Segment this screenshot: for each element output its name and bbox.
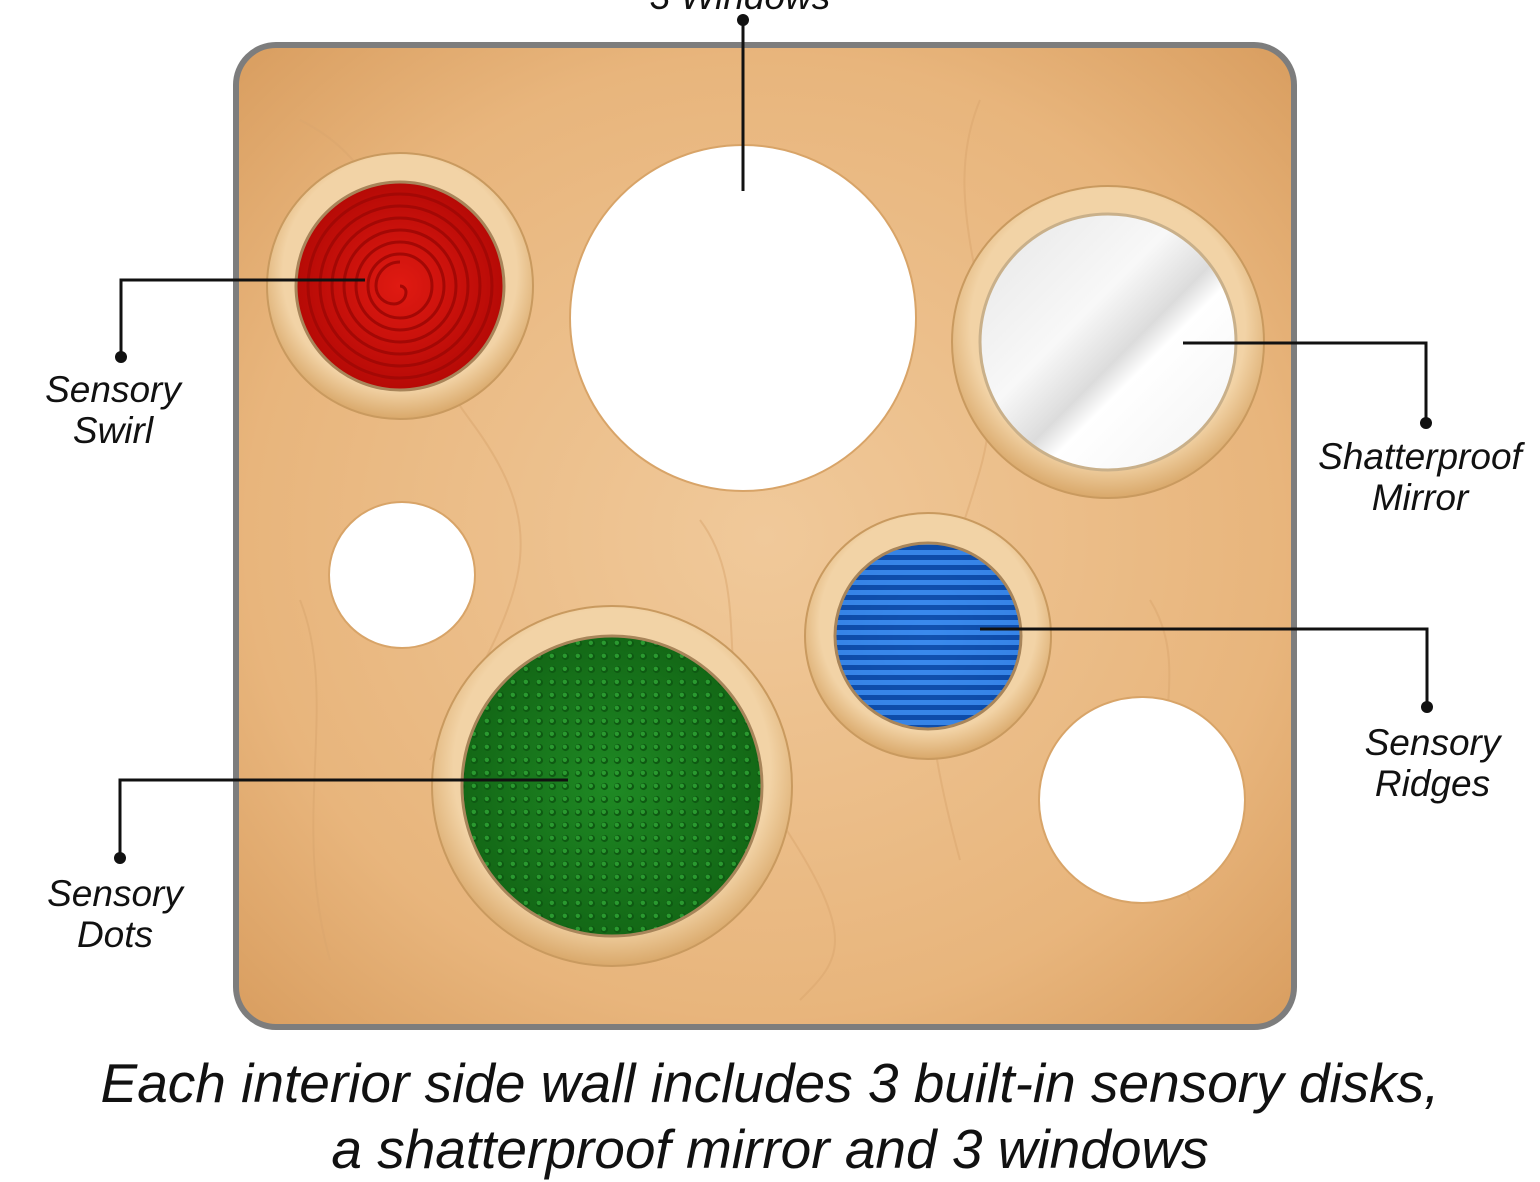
panel-diagram — [114, 14, 1433, 1030]
leader-swirl — [119, 278, 365, 357]
label-sensory-ridges: Sensory Ridges — [1364, 722, 1501, 804]
large-window — [569, 144, 917, 492]
sensory-swirl-disk — [266, 152, 534, 420]
small-window-right — [1038, 696, 1246, 904]
leader-mirror — [1183, 341, 1428, 423]
leader-lines — [118, 20, 1429, 858]
label-sensory-dots: Sensory Dots — [47, 873, 183, 955]
sensory-ridges-disk — [804, 512, 1052, 760]
leader-ridges — [980, 627, 1429, 707]
small-window-left — [328, 501, 476, 649]
label-sensory-swirl: Sensory Swirl — [45, 369, 181, 451]
caption-line-1: Each interior side wall includes 3 built… — [100, 1052, 1440, 1114]
sensory-dots-disk — [431, 605, 793, 967]
shatterproof-mirror — [951, 185, 1265, 499]
caption: Each interior side wall includes 3 built… — [0, 1050, 1540, 1182]
label-windows: 3 Windows — [620, 0, 860, 17]
label-shatterproof-mirror: Shatterproof Mirror — [1318, 436, 1522, 518]
leader-dots — [118, 778, 568, 858]
caption-line-2: a shatterproof mirror and 3 windows — [331, 1118, 1209, 1180]
leader-dots-ends — [114, 14, 1433, 864]
